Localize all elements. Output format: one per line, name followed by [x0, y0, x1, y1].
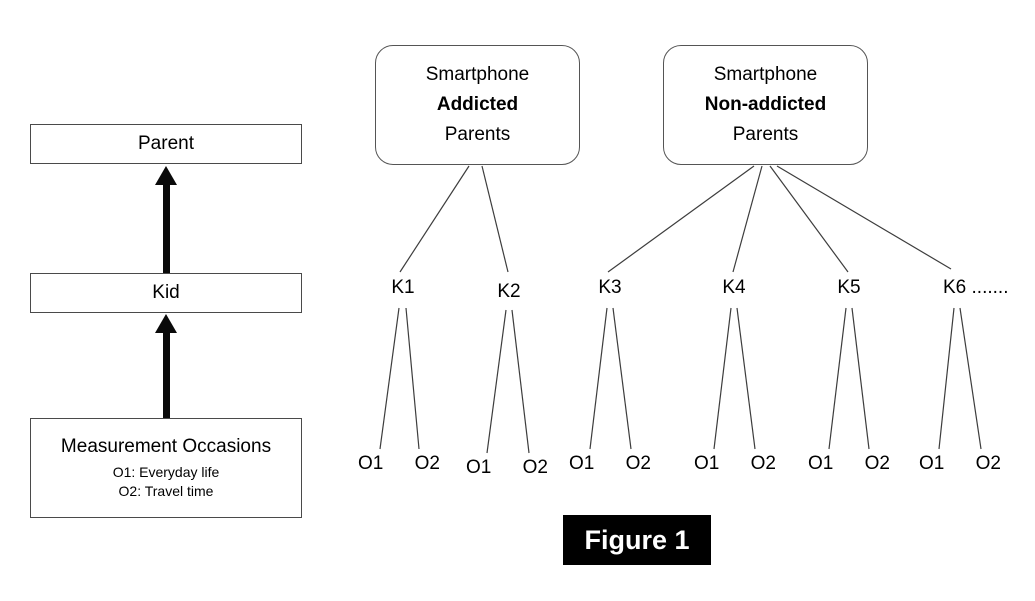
connector-line	[732, 165, 763, 273]
occasion-o1-label: O1	[358, 453, 384, 474]
measurement-line-o2: O2: Travel time	[118, 482, 214, 499]
group-line-2: Non-addicted	[704, 94, 827, 115]
connector-line	[938, 307, 955, 450]
occasion-o2-label: O2	[414, 453, 440, 474]
kid-box: Kid	[30, 273, 302, 313]
up-arrow-kid-to-parent	[155, 166, 177, 273]
connector-line	[399, 165, 470, 273]
connector-line	[481, 165, 509, 273]
measurement-line-o1: O1: Everyday life	[112, 463, 220, 480]
occasion-pair-3: O1 O2	[569, 453, 651, 475]
occasion-o2-label: O2	[864, 453, 890, 474]
connector-line	[776, 165, 952, 270]
group-line-3: Parents	[732, 124, 799, 145]
occasion-o2-label: O2	[975, 453, 1001, 474]
group-line-2: Addicted	[436, 94, 519, 115]
measurement-title: Measurement Occasions	[60, 435, 272, 457]
kid-label: Kid	[152, 282, 180, 303]
measurement-occasions-box: Measurement Occasions O1: Everyday life …	[30, 418, 302, 518]
kid-label-k3: K3	[575, 277, 645, 299]
connector-line	[828, 307, 847, 450]
arrowhead-icon	[155, 314, 177, 333]
arrow-shaft	[162, 185, 170, 273]
parent-box: Parent	[30, 124, 302, 164]
smartphone-nonaddicted-box: Smartphone Non-addicted Parents	[663, 45, 868, 165]
connector-line	[511, 309, 530, 454]
kid-label-k1: K1	[368, 277, 438, 299]
occasion-pair-6: O1 O2	[919, 453, 1001, 475]
kid-label-k2: K2	[474, 281, 544, 303]
occasion-o1-label: O1	[466, 457, 492, 478]
occasion-o2-label: O2	[625, 453, 651, 474]
connector-line	[486, 309, 507, 454]
connector-line	[959, 307, 982, 450]
up-arrow-measurement-to-kid	[155, 314, 177, 418]
kid-label-k6: K6 .......	[943, 277, 1035, 299]
occasion-pair-4: O1 O2	[694, 453, 776, 475]
occasion-o1-label: O1	[694, 453, 720, 474]
connector-line	[379, 307, 400, 450]
connector-line	[405, 307, 420, 450]
kid-label-k4: K4	[699, 277, 769, 299]
occasion-o1-label: O1	[808, 453, 834, 474]
connector-line	[851, 307, 870, 450]
smartphone-addicted-box: Smartphone Addicted Parents	[375, 45, 580, 165]
group-line-3: Parents	[444, 124, 511, 145]
occasion-pair-5: O1 O2	[808, 453, 890, 475]
connector-line	[612, 307, 632, 450]
occasion-o2-label: O2	[522, 457, 548, 478]
arrowhead-icon	[155, 166, 177, 185]
parent-label: Parent	[138, 133, 194, 154]
occasion-o2-label: O2	[750, 453, 776, 474]
occasion-pair-2: O1 O2	[466, 457, 548, 479]
group-line-1: Smartphone	[713, 64, 818, 85]
figure-caption: Figure 1	[563, 515, 711, 565]
occasion-o1-label: O1	[569, 453, 595, 474]
occasion-o1-label: O1	[919, 453, 945, 474]
arrow-shaft	[162, 333, 170, 418]
group-line-1: Smartphone	[425, 64, 530, 85]
occasion-pair-1: O1 O2	[358, 453, 440, 475]
connector-line	[736, 307, 756, 450]
connector-line	[589, 307, 608, 450]
connector-line	[769, 165, 849, 273]
kid-label-k5: K5	[814, 277, 884, 299]
connector-line	[607, 165, 755, 273]
connector-line	[713, 307, 732, 450]
